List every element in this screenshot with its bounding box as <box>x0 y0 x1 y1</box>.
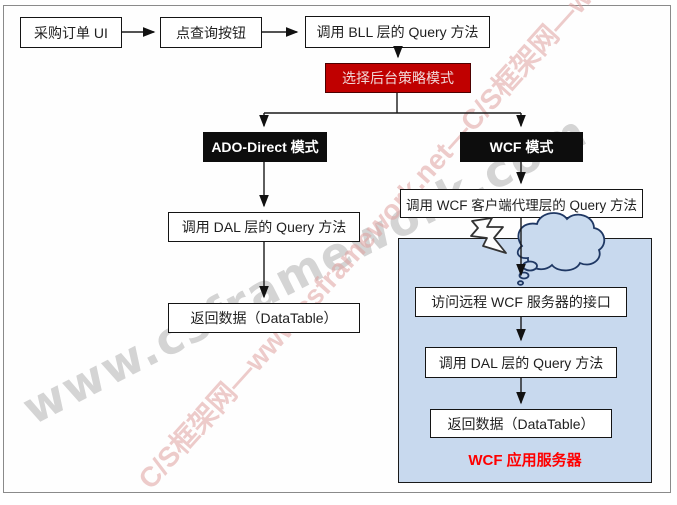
node-return-data-server: 返回数据（DataTable） <box>430 409 612 438</box>
node-bll-query: 调用 BLL 层的 Query 方法 <box>305 16 490 48</box>
node-choose-strategy: 选择后台策略模式 <box>325 63 471 93</box>
node-wcf-mode: WCF 模式 <box>460 132 583 162</box>
node-dal-query-left: 调用 DAL 层的 Query 方法 <box>168 212 360 242</box>
node-click-query-button: 点查询按钮 <box>160 17 262 48</box>
node-remote-wcf-interface: 访问远程 WCF 服务器的接口 <box>415 287 627 317</box>
node-return-data-left: 返回数据（DataTable） <box>168 303 360 333</box>
node-ado-direct-mode: ADO-Direct 模式 <box>203 132 327 162</box>
node-dal-query-server: 调用 DAL 层的 Query 方法 <box>425 347 617 378</box>
node-purchase-order-ui: 采购订单 UI <box>20 17 122 48</box>
node-wcf-proxy-query: 调用 WCF 客户端代理层的 Query 方法 <box>400 189 643 218</box>
wcf-server-label: WCF 应用服务器 <box>468 452 582 469</box>
